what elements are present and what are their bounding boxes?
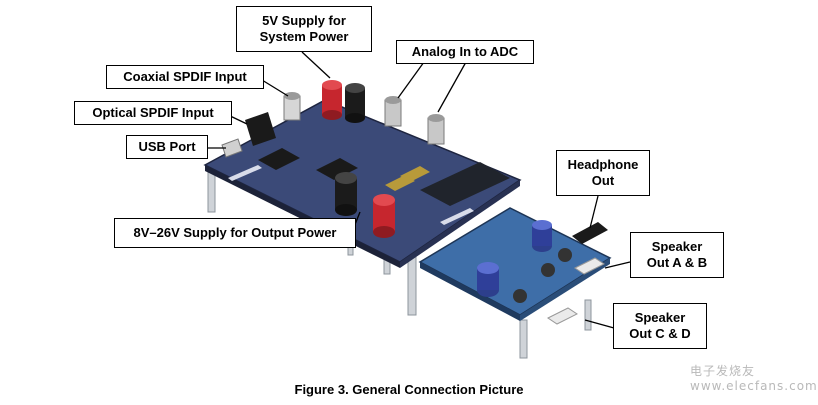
- callout-speaker-out-ab: Speaker Out A & B: [630, 232, 724, 278]
- figure-caption: Figure 3. General Connection Picture: [294, 382, 524, 397]
- rca-jacks: [283, 92, 445, 145]
- usb-connector: [221, 138, 243, 158]
- callout-usb-port: USB Port: [126, 135, 208, 159]
- callout-5v-supply: 5V Supply for System Power: [236, 6, 372, 52]
- callout-8v-26v-supply: 8V–26V Supply for Output Power: [114, 218, 356, 248]
- binding-posts: [322, 80, 395, 238]
- callout-speaker-out-cd: Speaker Out C & D: [613, 303, 707, 349]
- watermark: 电子发烧友 www.elecfans.com: [690, 364, 818, 393]
- callout-headphone-out: Headphone Out: [556, 150, 650, 196]
- amplifier-board: [418, 207, 612, 325]
- callout-analog-in: Analog In to ADC: [396, 40, 534, 64]
- callout-optical-spdif: Optical SPDIF Input: [74, 101, 232, 125]
- optical-connector: [245, 112, 276, 146]
- callout-coaxial-spdif: Coaxial SPDIF Input: [106, 65, 264, 89]
